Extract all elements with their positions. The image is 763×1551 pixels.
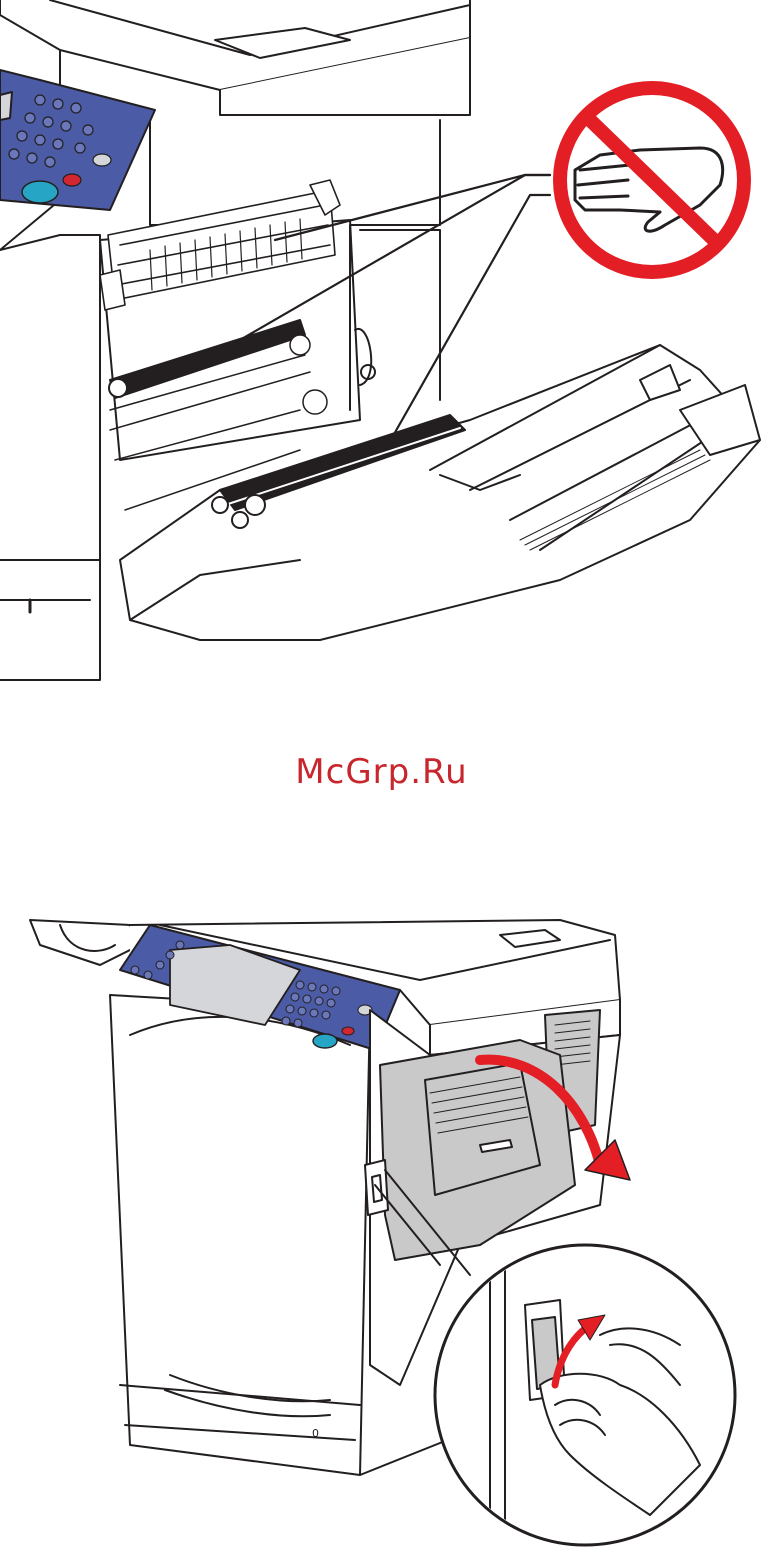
fuser-illustration: [0, 0, 763, 700]
fuser-illustration-svg: [0, 0, 763, 700]
watermark-text: McGrp.Ru: [0, 752, 763, 792]
open-door-illustration: 0: [0, 915, 763, 1551]
open-door-illustration-svg: 0: [0, 915, 763, 1551]
control-panel: [0, 70, 155, 210]
svg-text:0: 0: [312, 1427, 319, 1440]
latch-detail: [435, 1245, 735, 1551]
do-not-touch-hand-icon: [560, 88, 744, 272]
